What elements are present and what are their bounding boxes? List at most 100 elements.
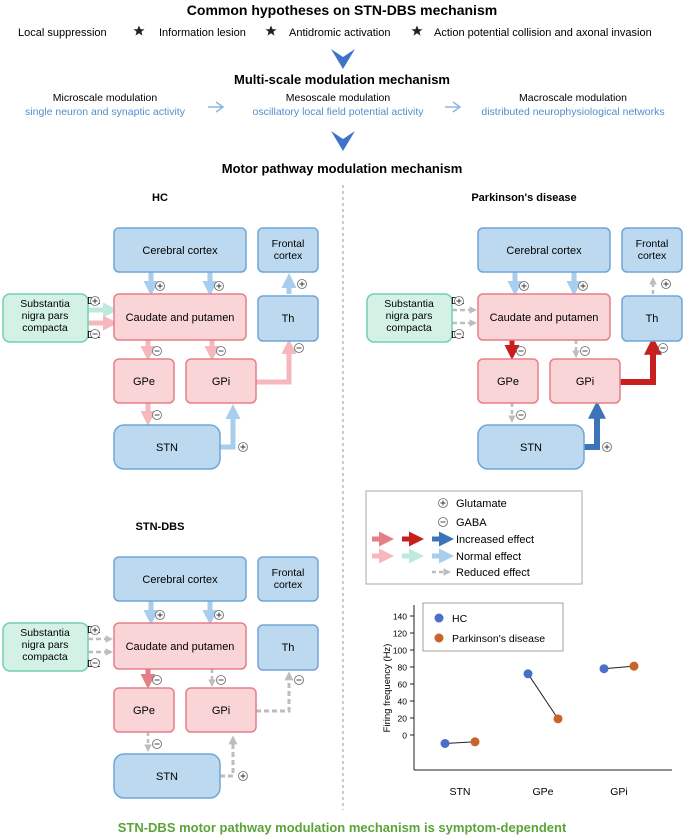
sign-glutamate [454, 296, 464, 306]
scale-macro-name: Macroscale modulation [519, 92, 627, 104]
sign-gaba [90, 658, 100, 668]
node-th [257, 624, 319, 671]
sign-glutamate [90, 296, 100, 306]
chart-legend-label: Parkinson's disease [452, 633, 545, 645]
sign-gaba [152, 739, 162, 749]
star-icon [411, 25, 423, 36]
node-frontal [257, 227, 319, 273]
legend-box: Glutamate GABA Increased effect Normal e… [365, 490, 583, 585]
label-cortex: Cerebral cortex [142, 245, 218, 257]
node-gpe [113, 358, 175, 404]
panel-pd: Parkinson's disease Cerebral cortex Fron… [366, 192, 683, 470]
label-th: Th [646, 313, 659, 325]
sign-gaba [580, 346, 590, 356]
chevron-down-icon [331, 49, 355, 69]
node-gpi [549, 358, 621, 404]
node-cortex [113, 227, 247, 273]
hypothesis-1: Local suppression [18, 27, 107, 39]
chart-point [599, 664, 609, 674]
sign-glutamate [238, 442, 248, 452]
node-gpe [113, 687, 175, 733]
chart-y-tick-label: 120 [393, 629, 407, 639]
chart-connector-line [527, 673, 559, 720]
arrow-stn-gpi [584, 400, 606, 450]
label-cortex: Cerebral cortex [506, 245, 582, 257]
sign-glutamate [602, 442, 612, 452]
multiscale-title: Multi-scale modulation mechanism [234, 72, 450, 87]
hypothesis-3: Antidromic activation [289, 27, 391, 39]
label-caudate: Caudate and putamen [490, 312, 599, 324]
legend-normal: Normal effect [456, 551, 521, 563]
node-th [257, 295, 319, 342]
arrow-right-icon [445, 101, 462, 113]
panel-title-pd: Parkinson's disease [471, 192, 576, 204]
sign-glutamate [238, 771, 248, 781]
chart-y-tick-label: 100 [393, 646, 407, 656]
sign-gaba [294, 675, 304, 685]
legend-increased: Increased effect [456, 534, 534, 546]
sign-glutamate [519, 281, 529, 291]
motor-title: Motor pathway modulation mechanism [222, 161, 463, 176]
scale-micro-desc: single neuron and synaptic activity [25, 106, 186, 118]
label-stn: STN [156, 442, 178, 454]
sign-glutamate [661, 279, 671, 289]
chart-point [440, 739, 450, 748]
chart-x-tick-label: GPe [532, 786, 553, 798]
label-gpe: GPe [497, 376, 519, 388]
chart-y-tick-label: 60 [398, 680, 408, 690]
node-frontal [257, 556, 319, 602]
sign-gaba [216, 675, 226, 685]
arrow-gpi-th [256, 339, 297, 385]
chevron-down-icon [331, 131, 355, 151]
chart-point [629, 661, 639, 671]
node-cortex [113, 556, 247, 602]
chart-point [470, 737, 480, 747]
arrow-stn-gpi [220, 735, 238, 778]
label-stn: STN [156, 771, 178, 783]
panel-title-dbs: STN-DBS [136, 521, 185, 533]
node-stn [113, 424, 221, 470]
node-snpc [366, 293, 453, 343]
sign-gaba [516, 346, 526, 356]
sign-glutamate [297, 279, 307, 289]
chart-legend-box [422, 602, 564, 652]
chart-point [523, 669, 533, 679]
chart-connector-line [603, 665, 635, 670]
sign-gaba [152, 346, 162, 356]
main-title: Common hypotheses on STN-DBS mechanism [187, 2, 497, 18]
sign-gaba [152, 675, 162, 685]
label-cortex: Cerebral cortex [142, 574, 218, 586]
sign-gaba [90, 329, 100, 339]
node-snpc [2, 293, 89, 343]
node-gpe [477, 358, 539, 404]
node-stn [477, 424, 585, 470]
sign-glutamate [214, 610, 224, 620]
chart-legend-marker [434, 633, 444, 643]
sign-glutamate [155, 281, 165, 291]
node-gpi [185, 358, 257, 404]
sign-gaba [658, 343, 668, 353]
legend-gaba: GABA [456, 517, 487, 529]
chart-y-tick-label: 20 [398, 714, 408, 724]
sign-gaba [438, 517, 448, 527]
sign-gaba [152, 410, 162, 420]
node-cortex [477, 227, 611, 273]
label-gpi: GPi [212, 376, 230, 388]
legend-reduced: Reduced effect [456, 567, 530, 579]
chart-x-tick-label: STN [450, 786, 471, 798]
node-caudate [113, 293, 247, 341]
node-caudate [477, 293, 611, 341]
sign-glutamate [578, 281, 588, 291]
node-caudate [113, 622, 247, 670]
label-th: Th [282, 313, 295, 325]
label-th: Th [282, 642, 295, 654]
